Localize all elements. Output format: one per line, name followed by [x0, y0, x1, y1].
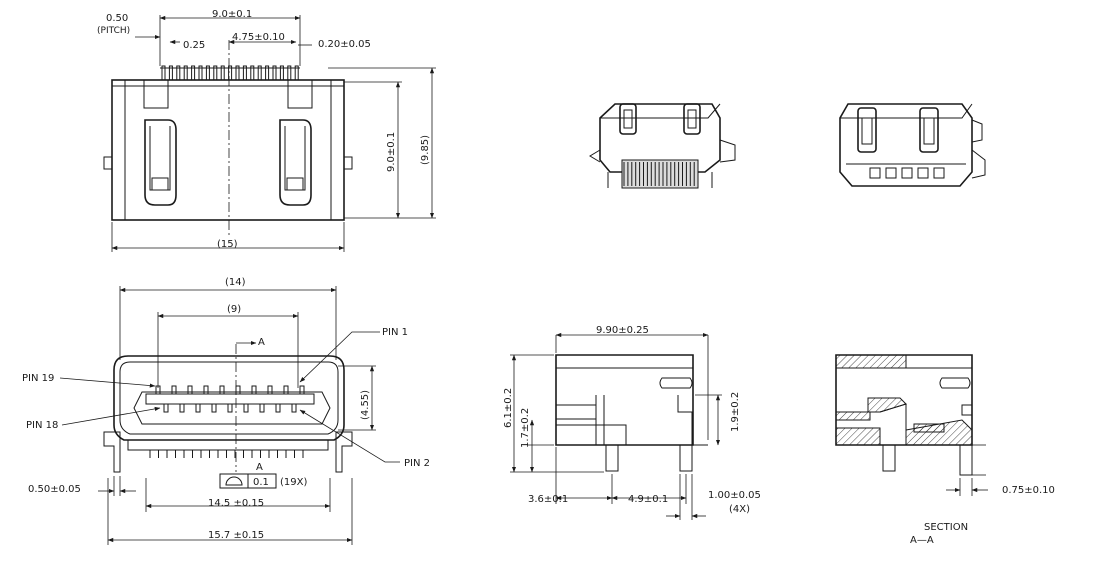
front-pin-top: [267, 385, 273, 395]
iso-slot: [917, 167, 929, 179]
side-dim-100: 1.00±0.05: [708, 490, 761, 501]
front-pin-top: [299, 385, 305, 395]
pin-1-label: PIN 1: [382, 327, 408, 338]
top-pin: [250, 65, 255, 81]
iso-slot: [933, 167, 945, 179]
side-dim-4x: (4X): [729, 504, 750, 515]
front-pin-top: [171, 385, 177, 395]
tolerance-value: 0.1: [253, 477, 269, 488]
front-pin-top: [219, 385, 225, 395]
front-pin-bottom: [195, 403, 201, 413]
top-pin: [294, 65, 299, 81]
pin-19-label: PIN 19: [22, 373, 54, 384]
top-pin: [176, 65, 181, 81]
isometric-view-1: [589, 103, 736, 189]
top-pin: [198, 65, 203, 81]
dim-020: 0.20±0.05: [318, 39, 371, 50]
front-inner-width: (9): [227, 304, 241, 315]
dim-475: 4.75±0.10: [232, 32, 285, 43]
isometric-view-2: [839, 103, 986, 187]
left-latch: [144, 119, 177, 206]
top-overall-width: (15): [217, 239, 238, 250]
top-pin: [205, 65, 210, 81]
top-pin: [235, 65, 240, 81]
top-pin: [191, 65, 196, 81]
pin-2-label: PIN 2: [404, 458, 430, 469]
side-depth-dim: 9.90±0.25: [596, 325, 649, 336]
top-width-dim: 9.0±0.1: [212, 9, 252, 20]
iso-slot: [901, 167, 913, 179]
tolerance-count: (19X): [280, 477, 307, 488]
top-height-ref: (9.85): [420, 135, 431, 165]
top-pin: [272, 65, 277, 81]
section-title-line2: A—A: [910, 535, 934, 546]
pitch-value: 0.50: [106, 13, 128, 24]
front-pin-bottom: [291, 403, 297, 413]
top-pin: [168, 65, 173, 81]
front-overall-width: 15.7 ±0.15: [208, 530, 264, 541]
front-left-dim: 0.50±0.05: [28, 484, 81, 495]
pin-18-label: PIN 18: [26, 420, 58, 431]
front-pin-bottom: [275, 403, 281, 413]
top-pin: [287, 65, 292, 81]
top-pin: [161, 65, 166, 81]
front-shell: [113, 355, 345, 441]
section-mark-bottom: A: [256, 462, 263, 473]
section-title-line1: SECTION: [924, 522, 968, 533]
top-view-pin-row: [160, 65, 300, 81]
front-pin-bottom: [259, 403, 265, 413]
top-view-body: [111, 79, 345, 221]
iso-slot: [869, 167, 881, 179]
section-view: 0.75±0.10 SECTION A—A: [835, 354, 1055, 546]
pitch-label: (PITCH): [97, 26, 130, 36]
top-height-dim: 9.0±0.1: [386, 132, 397, 172]
top-pin: [279, 65, 284, 81]
pad-width-dim: 14.5 ±0.15: [208, 498, 264, 509]
top-pin: [183, 65, 188, 81]
front-pin-bottom: [211, 403, 217, 413]
top-pin: [220, 65, 225, 81]
top-pin: [213, 65, 218, 81]
front-pin-top: [187, 385, 193, 395]
side-height-17: 1.7±0.2: [520, 408, 531, 448]
iso-slot: [885, 167, 897, 179]
right-latch: [279, 119, 312, 206]
side-dim-36: 3.6±0.1: [528, 494, 568, 505]
front-pin-top: [251, 385, 257, 395]
front-pin-top: [235, 385, 241, 395]
front-view: A A (14) (9) PIN 1 PIN 19 PIN 18 PIN 2 (…: [22, 277, 430, 545]
top-pin: [257, 65, 262, 81]
front-pin-bottom: [243, 403, 249, 413]
side-height-19: 1.9±0.2: [730, 392, 741, 432]
side-view: 9.90±0.25 6.1±0.2 1.7±0.2 1.9±0.2 3.6±0.…: [503, 325, 761, 520]
section-dim-075: 0.75±0.10: [1002, 485, 1055, 496]
front-pin-bottom: [179, 403, 185, 413]
side-height-61: 6.1±0.2: [503, 388, 514, 428]
top-pin: [242, 65, 247, 81]
front-pin-bottom: [163, 403, 169, 413]
front-pin-top: [203, 385, 209, 395]
side-dim-49: 4.9±0.1: [628, 494, 668, 505]
front-outer-width: (14): [225, 277, 246, 288]
front-pin-bottom: [227, 403, 233, 413]
front-height-dim: (4.55): [360, 390, 371, 420]
section-mark-top: A: [258, 337, 265, 348]
top-pin: [265, 65, 270, 81]
front-pin-top: [283, 385, 289, 395]
top-view: 9.0±0.1 0.50 (PITCH) 0.25 4.75±0.10 0.20…: [97, 9, 436, 252]
dim-025: 0.25: [183, 40, 205, 51]
tolerance-frame: 0.1 (19X): [219, 473, 307, 489]
